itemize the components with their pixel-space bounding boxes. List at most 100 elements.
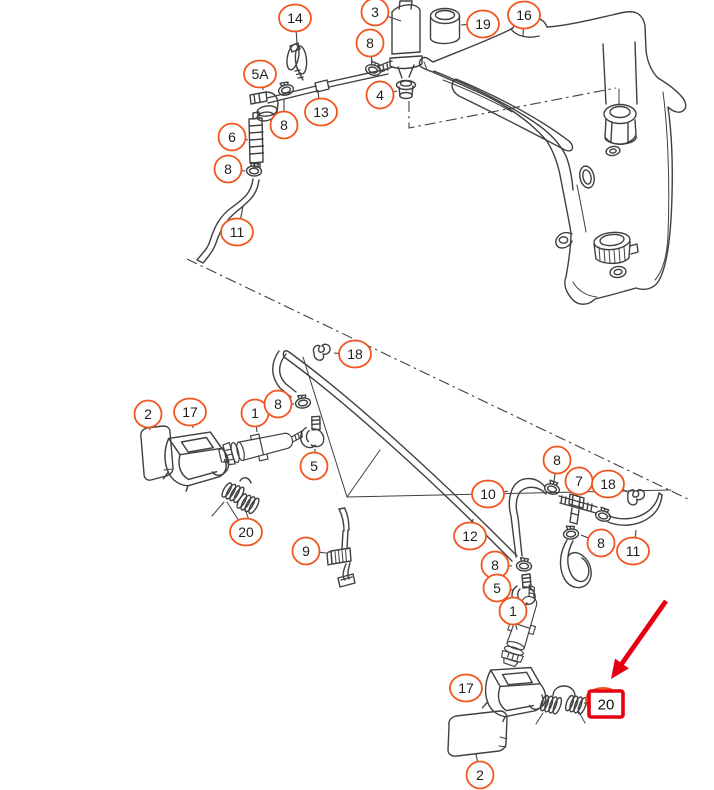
svg-text:16: 16	[516, 7, 532, 23]
callout-leader	[515, 624, 518, 631]
highlight-arrow-icon	[611, 599, 668, 679]
callout-6[interactable]: 6	[217, 122, 249, 152]
callout-18[interactable]: 18	[333, 339, 372, 369]
svg-text:7: 7	[575, 473, 583, 489]
callout-leader	[295, 31, 298, 45]
clamp-8-pump3	[363, 59, 384, 78]
clamp-8-stub	[562, 524, 580, 541]
connector-6	[248, 111, 265, 168]
callout-20[interactable]: 20	[229, 517, 263, 547]
callout-5[interactable]: 5	[299, 448, 329, 481]
callout-14[interactable]: 14	[278, 3, 312, 45]
svg-text:8: 8	[491, 557, 499, 573]
grommet-4	[395, 79, 417, 100]
callout-leader	[240, 205, 244, 219]
callout-16[interactable]: 16	[507, 0, 541, 38]
callout-1[interactable]: 1	[498, 596, 528, 631]
callout-leader	[255, 426, 258, 433]
callout-leader	[370, 56, 373, 63]
highlight-box[interactable]	[587, 689, 625, 719]
callout-8[interactable]: 8	[263, 389, 295, 419]
callout-leader	[580, 534, 589, 539]
grommet-19	[429, 7, 461, 45]
clamp-8-mid	[293, 393, 312, 410]
callout-5[interactable]: 5	[482, 573, 514, 603]
svg-text:20: 20	[238, 524, 254, 540]
svg-text:12: 12	[462, 528, 478, 544]
callout-9[interactable]: 9	[291, 536, 327, 566]
svg-text:8: 8	[224, 161, 232, 177]
callout-leader	[387, 15, 402, 22]
callout-3[interactable]: 3	[360, 0, 402, 27]
callout-13[interactable]: 13	[304, 89, 338, 127]
cover-2-left	[140, 425, 174, 481]
callout-17[interactable]: 17	[173, 397, 207, 429]
callout-19[interactable]: 19	[460, 9, 500, 39]
cable-tie-14	[286, 42, 308, 81]
svg-text:1: 1	[251, 405, 259, 421]
svg-text:17: 17	[458, 680, 474, 696]
bracket-17-left	[160, 430, 231, 494]
svg-text:17: 17	[182, 404, 198, 420]
callout-5a[interactable]: 5A	[243, 59, 277, 91]
callout-8[interactable]: 8	[580, 528, 616, 558]
nozzle-9	[326, 507, 356, 588]
clamp-8-bottom	[515, 556, 533, 573]
hose-11-right	[607, 492, 663, 526]
svg-text:11: 11	[626, 543, 641, 559]
svg-text:13: 13	[313, 104, 329, 120]
svg-text:10: 10	[480, 486, 496, 502]
callout-leader	[634, 529, 637, 538]
svg-text:6: 6	[228, 129, 236, 145]
cover-2-bottom	[447, 710, 508, 757]
callout-2[interactable]: 2	[465, 753, 495, 790]
bracket-17-bottom	[481, 665, 548, 724]
clip-18-mid	[312, 343, 331, 361]
svg-text:19: 19	[475, 16, 491, 32]
svg-text:8: 8	[280, 117, 288, 133]
callout-8[interactable]: 8	[269, 99, 299, 140]
svg-text:2: 2	[144, 406, 152, 422]
callout-leader	[475, 753, 479, 762]
svg-text:14: 14	[287, 10, 303, 26]
washer-pump-1-left	[216, 423, 307, 470]
svg-text:9: 9	[302, 543, 310, 559]
callout-12[interactable]: 12	[453, 518, 487, 551]
callout-11[interactable]: 11	[616, 529, 650, 566]
svg-text:18: 18	[600, 476, 616, 492]
springs-20-bottom	[535, 685, 589, 725]
callout-17[interactable]: 17	[449, 673, 484, 703]
svg-text:8: 8	[553, 452, 561, 468]
callout-8[interactable]: 8	[355, 28, 385, 63]
callout-leader	[553, 473, 556, 482]
svg-text:1: 1	[509, 603, 517, 619]
springs-20-left	[211, 477, 262, 522]
svg-text:4: 4	[376, 87, 384, 103]
callout-18[interactable]: 18	[591, 469, 628, 499]
svg-text:5A: 5A	[251, 66, 269, 82]
clamp-8-hose11	[593, 505, 614, 524]
t-connector-7	[558, 493, 598, 525]
svg-text:18: 18	[347, 346, 363, 362]
svg-text:11: 11	[230, 224, 245, 240]
highlight-annotation: 20	[584, 599, 668, 719]
callout-2[interactable]: 2	[133, 399, 163, 431]
callout-8[interactable]: 8	[213, 154, 246, 184]
reservoir-16	[418, 11, 687, 305]
elbow-5-mid	[299, 414, 326, 450]
svg-text:2: 2	[476, 767, 484, 783]
callout-leader	[317, 89, 320, 99]
callout-10[interactable]: 10	[471, 479, 509, 509]
svg-text:8: 8	[366, 35, 374, 51]
svg-text:5: 5	[493, 580, 501, 596]
svg-text:8: 8	[274, 396, 282, 412]
callout-8[interactable]: 8	[542, 445, 572, 482]
hose-10	[508, 477, 547, 558]
callout-4[interactable]: 4	[365, 80, 398, 110]
svg-text:5: 5	[310, 458, 318, 474]
highlight-label: 20	[598, 697, 615, 714]
callout-11[interactable]: 11	[220, 205, 254, 247]
